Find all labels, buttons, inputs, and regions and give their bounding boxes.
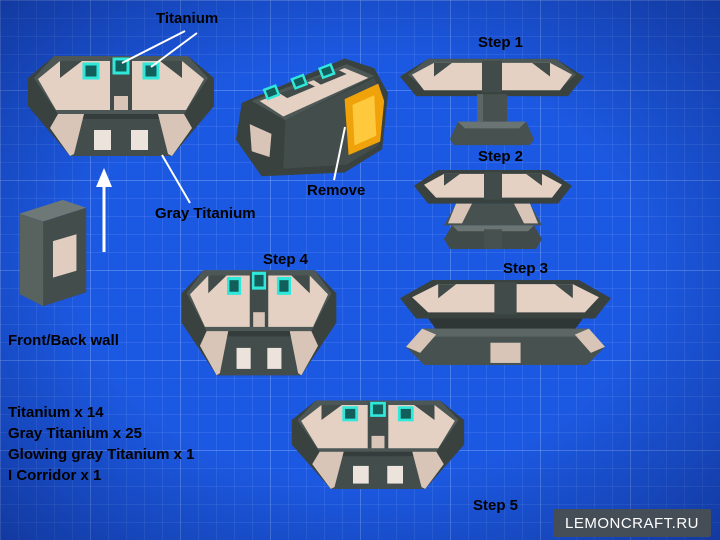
hull-front-view-structure <box>26 52 216 172</box>
remove-label: Remove <box>307 182 366 199</box>
step-2-label: Step 2 <box>478 148 524 165</box>
material-item: Titanium x 14 <box>8 404 104 421</box>
material-item: I Corridor x 1 <box>8 467 102 484</box>
step-5-structure <box>290 397 466 503</box>
step-2-structure <box>412 166 574 253</box>
material-item: Gray Titanium x 25 <box>8 425 142 442</box>
front-back-wall-structure <box>8 192 96 312</box>
step-1-label: Step 1 <box>478 34 524 51</box>
titanium-label: Titanium <box>156 10 219 27</box>
material-item: Glowing gray Titanium x 1 <box>8 446 195 463</box>
gray-titanium-label: Gray Titanium <box>155 205 256 222</box>
step-5-label: Step 5 <box>473 497 519 514</box>
watermark-badge: LEMONCRAFT.RU <box>553 509 711 537</box>
hull-angled-remove-structure <box>228 45 396 185</box>
watermark-text: LEMONCRAFT.RU <box>564 514 699 532</box>
front-back-wall-label: Front/Back wall <box>8 332 119 349</box>
materials-list: Titanium x 14 Gray Titanium x 25 Glowing… <box>8 402 194 486</box>
step-4-label: Step 4 <box>263 251 309 268</box>
step-3-structure <box>398 276 613 369</box>
step-4-structure <box>180 266 338 392</box>
step-1-structure <box>398 55 586 148</box>
step-3-label: Step 3 <box>503 260 549 277</box>
